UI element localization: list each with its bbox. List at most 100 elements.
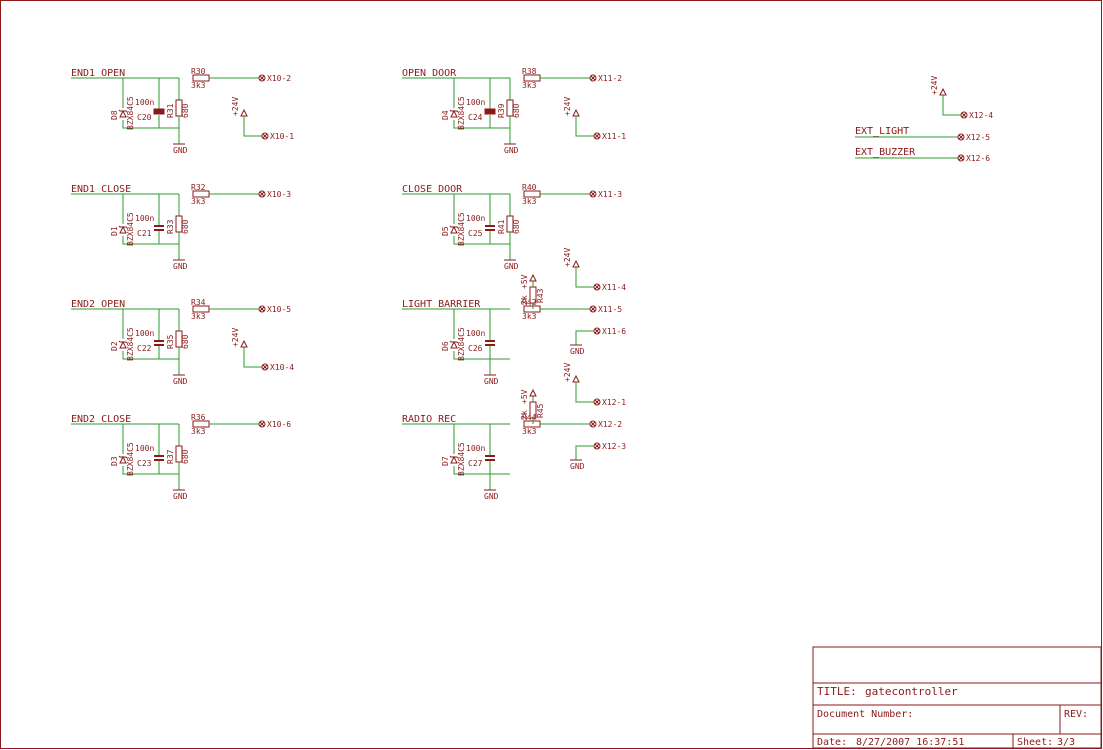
capacitor-symbol [153,108,165,115]
diode-type: BZX84C5 [457,327,466,361]
wire [453,466,510,475]
supply-label: +24V [563,97,572,116]
resistor-value: 3k3 [522,81,537,90]
zener-bar [118,225,128,229]
wire [575,382,594,403]
zener-bar [449,455,459,459]
shunt-value: 680 [181,219,190,234]
supply-label: +5V [520,389,529,404]
supply-label: +24V [231,328,240,347]
connector-label: X10-6 [267,420,291,429]
capacitor-value: 100n [466,329,485,338]
diode-ref: D8 [110,110,119,120]
capacitor-ref: C23 [137,459,152,468]
supply-arrow-icon [939,87,947,96]
supply-arrow-icon [240,108,248,117]
connector-pin-icon [258,74,266,82]
connector-cross [590,306,596,312]
capacitor-ref: C22 [137,344,152,353]
connector-label: X12-5 [966,133,990,142]
connector-label: X11-3 [598,190,622,199]
shunt-value: 680 [512,219,521,234]
supply-arrow-icon [572,108,580,117]
connector-label: X11-5 [598,305,622,314]
capacitor-ref: C20 [137,113,152,122]
resistor-ref: R30 [191,67,206,76]
zener-bar [118,455,128,459]
connector-pin-icon [593,283,601,291]
zener-diode-symbol [119,109,127,118]
connector-pin-icon [957,154,965,162]
diode-type: BZX84C5 [457,212,466,246]
zener-diode-symbol [450,455,458,464]
net-label: EXT_BUZZER [855,147,916,158]
capacitor-symbol [484,108,496,115]
diode-type: BZX84C5 [126,212,135,246]
capacitor-ref: C25 [468,229,483,238]
connector-label: X12-1 [602,398,626,407]
zener-bar [449,340,459,344]
shunt-ref: R39 [497,103,506,118]
shunt-value: 680 [181,103,190,118]
connector-label: X10-1 [270,132,294,141]
diode-ref: D1 [110,226,119,236]
ground-label: GND [484,377,499,386]
connector-cross [259,306,265,312]
shunt-ref: R31 [166,103,175,118]
connector-pin-icon [960,111,968,119]
connector-pin-icon [589,190,597,198]
net-label: OPEN_DOOR [402,68,457,79]
connector-label: X12-3 [602,442,626,451]
connector-cross [594,399,600,405]
capacitor-ref: C27 [468,459,483,468]
diode-ref: D6 [441,341,450,351]
wire [453,120,510,129]
connector-cross [594,133,600,139]
ground-label: GND [504,262,519,271]
net-label: END2_OPEN [71,299,125,310]
connector-pin-icon [258,190,266,198]
supply-label: +24V [930,76,939,95]
resistor-value: 3k3 [191,197,206,206]
connector-label: X12-4 [969,111,993,120]
resistor-value: 3k3 [191,312,206,321]
shunt-value: 680 [512,103,521,118]
zener-bar [449,225,459,229]
date-value: 8/27/2007 16:37:51 [856,737,964,748]
diode-type: BZX84C5 [126,96,135,130]
supply-arrow-icon [572,259,580,268]
resistor-ref: R40 [522,183,537,192]
document-number-label: Document Number: [817,709,913,720]
connector-cross [961,112,967,118]
supply-arrow-icon [529,388,537,397]
supply-label: +24V [563,363,572,382]
pullup-ref: R43 [536,288,545,303]
resistor-value: 3k3 [522,197,537,206]
resistor-value: 3k3 [522,312,537,321]
capacitor-value: 100n [135,98,154,107]
ground-label: GND [504,146,519,155]
connector-pin-icon [957,133,965,141]
title-block: TITLE: gatecontroller Document Number: R… [812,646,1102,749]
net-label: END1_OPEN [71,68,125,79]
wire [122,351,179,360]
ground-label: GND [570,347,585,356]
resistor-ref: R38 [522,67,537,76]
zener-bar [449,109,459,113]
resistor-ref: R44 [522,413,537,422]
connector-cross [262,133,268,139]
connector-cross [590,75,596,81]
wire [575,267,594,288]
resistor-value: 3k3 [191,81,206,90]
connector-cross [594,284,600,290]
capacitor-value: 100n [466,214,485,223]
ground-label: GND [570,462,585,471]
